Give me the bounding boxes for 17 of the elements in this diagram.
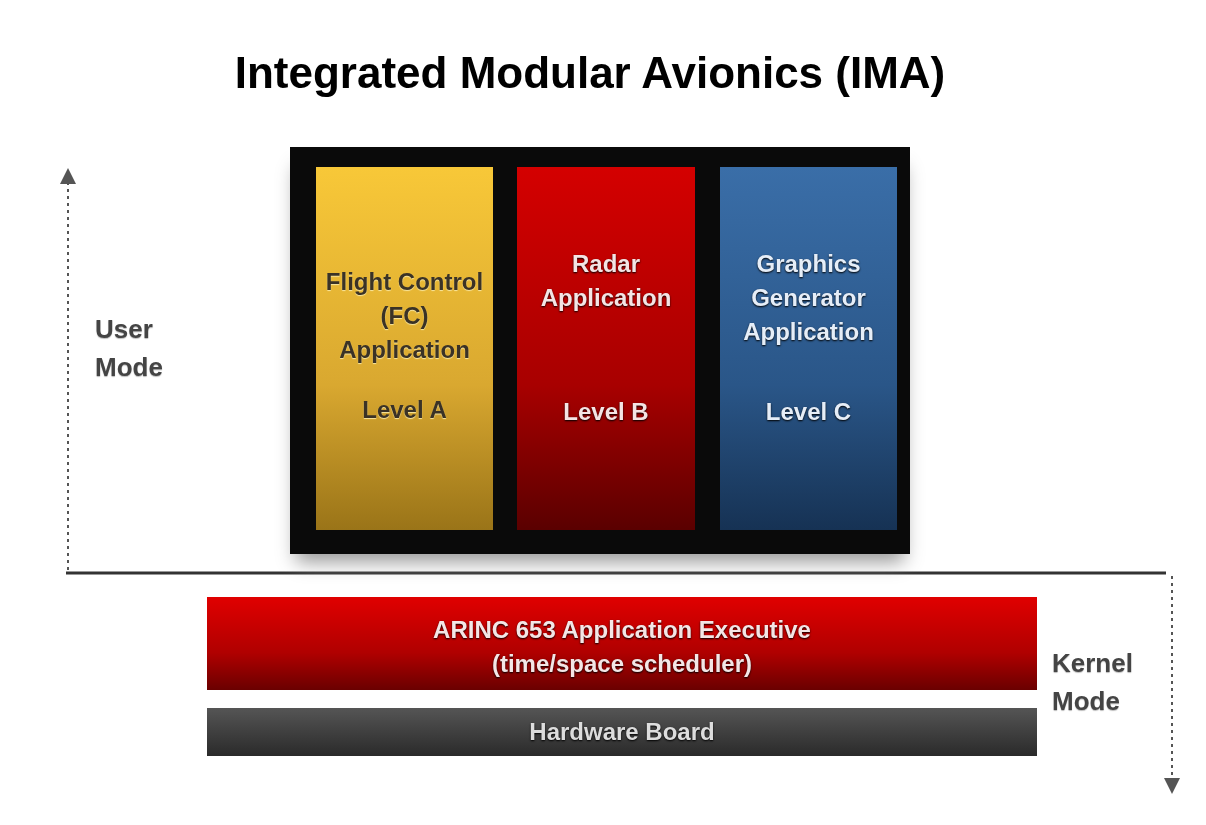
partition-label: Radar Application: [539, 249, 673, 313]
executive-layer: [207, 597, 1037, 690]
hardware-layer: [207, 708, 1037, 756]
mode-label: User Mode: [95, 313, 164, 384]
application-partition: [316, 167, 493, 530]
partition-label: Hardware Board: [529, 717, 715, 747]
criticality-level: Level A: [362, 395, 447, 425]
partition-label: ARINC 653 Application Executive (time/space scheduler): [432, 615, 812, 679]
partition-label: Flight Control (FC) Application: [324, 267, 485, 365]
partition-label: Graphics Generator Application: [742, 249, 875, 347]
application-partition: [720, 167, 897, 530]
partition-frame: [290, 147, 910, 554]
criticality-level: Level C: [765, 397, 852, 427]
application-partition: [517, 167, 695, 530]
criticality-level: Level B: [563, 397, 649, 427]
diagram-title: Integrated Modular Avionics (IMA): [233, 48, 947, 98]
mode-label: Kernel Mode: [1052, 647, 1134, 718]
